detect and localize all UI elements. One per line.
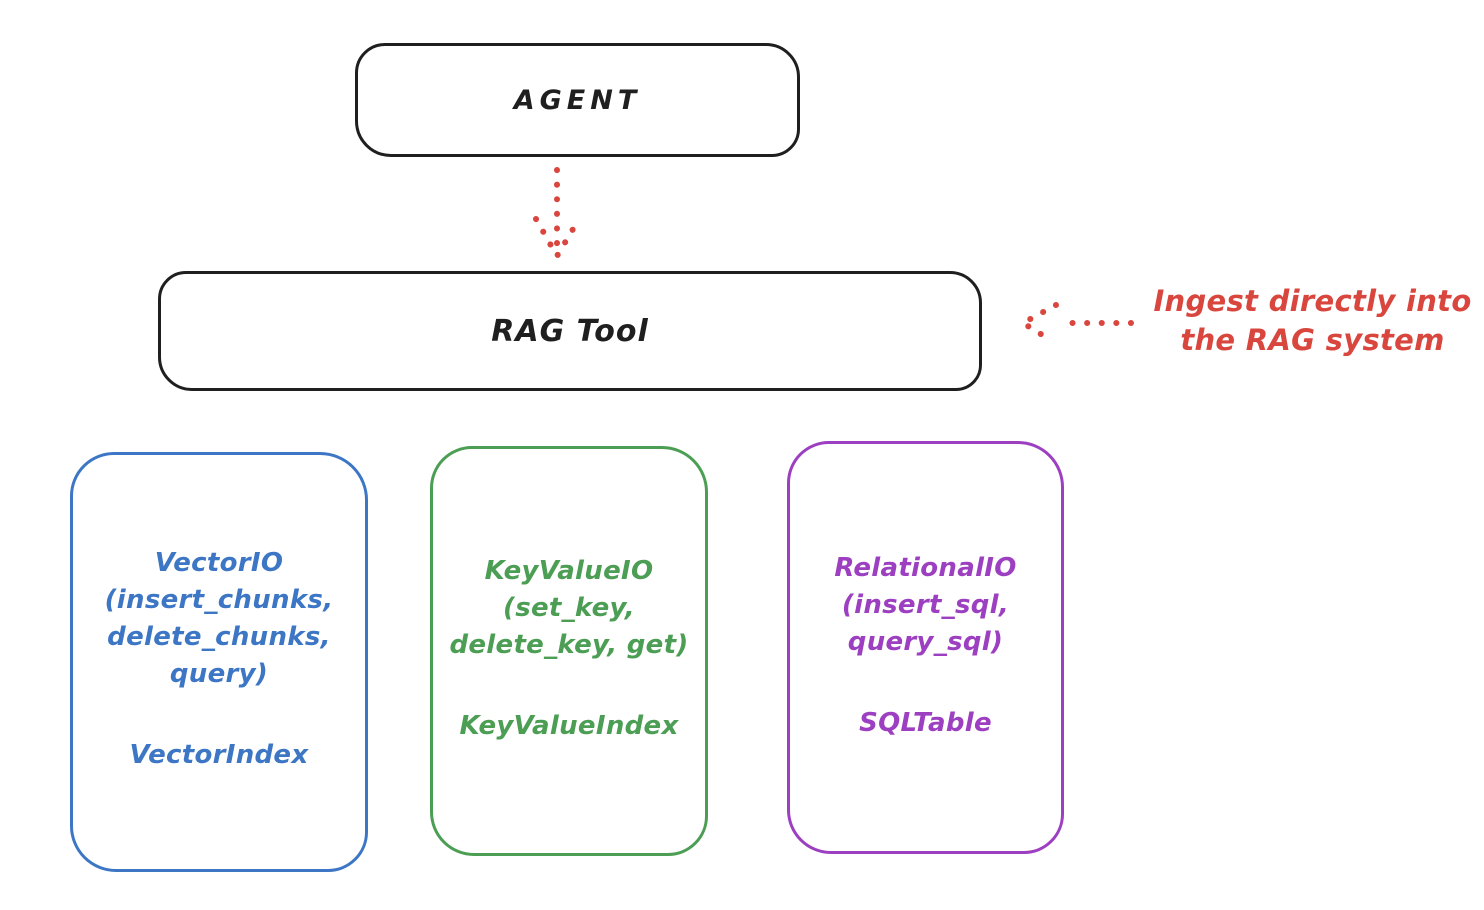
text-line: delete_chunks, <box>107 622 331 652</box>
relationalio-index-label: SQLTable <box>859 708 992 738</box>
text-line: (set_key, <box>503 593 635 623</box>
keyvalueio-index-label: KeyValueIndex <box>459 711 679 741</box>
vectorio-index-label: VectorIndex <box>129 740 309 770</box>
relationalio-node: RelationalIO (insert_sql, query_sql) SQLTa… <box>787 441 1064 854</box>
agent-to-rag-arrow-icon <box>533 167 582 262</box>
text-line: (insert_sql, <box>841 590 1010 620</box>
rag-tool-node-label: RAG Tool <box>491 313 649 349</box>
ingest-annotation: Ingest directly into the RAG system <box>1140 282 1484 360</box>
vectorio-methods: VectorIO (insert_chunks, delete_chunks,que… <box>105 545 334 693</box>
text-line: the RAG system <box>1180 323 1445 357</box>
agent-node: AGENT <box>355 43 800 157</box>
text-line: VectorIO <box>154 548 284 578</box>
keyvalueio-node: KeyValueIO (set_key, delete_key, get) KeyV… <box>430 446 708 856</box>
ingest-arrow-icon <box>1017 302 1134 344</box>
text-line: delete_key, get) <box>449 630 689 660</box>
text-line: (insert_chunks, <box>104 585 334 615</box>
text-line: RelationalIO <box>834 553 1017 583</box>
relationalio-methods: RelationalIO (insert_sql, query_sql) <box>834 550 1016 661</box>
text-line: KeyValueIO <box>484 556 654 586</box>
text-line: query) <box>169 659 269 689</box>
vectorio-node: VectorIO (insert_chunks, delete_chunks,que… <box>70 452 368 872</box>
text-line: query_sql) <box>847 627 1004 657</box>
rag-tool-node: RAG Tool <box>158 271 982 391</box>
text-line: Ingest directly into <box>1153 284 1472 318</box>
keyvalueio-methods: KeyValueIO (set_key, delete_key, get) <box>449 553 688 664</box>
agent-node-label: AGENT <box>513 84 642 116</box>
